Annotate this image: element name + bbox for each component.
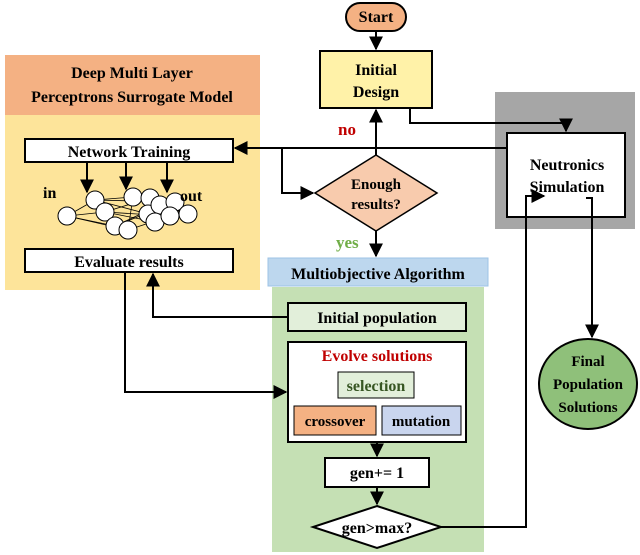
mutation-box	[381, 405, 462, 436]
connectors	[124, 31, 599, 528]
enough-results-diamond	[313, 154, 439, 232]
nn-out-label: out	[180, 188, 203, 205]
gen-check-label: gen>max?	[342, 520, 412, 537]
evaluate-results-box	[24, 248, 234, 273]
evolve-solutions-label: Evolve solutions	[322, 348, 433, 365]
surrogate-title-line2: Perceptrons Surrogate Model	[31, 89, 233, 106]
mo-title-label: Multiobjective Algorithm	[291, 266, 465, 283]
initial-population-box	[287, 302, 467, 332]
final-line1: Final	[571, 354, 604, 370]
initial-design-line1: Initial	[355, 62, 397, 79]
surrogate-header-panel	[5, 55, 260, 115]
no-label: no	[338, 120, 356, 139]
gen-increment-label: gen+= 1	[350, 465, 404, 482]
mutation-label: mutation	[392, 414, 451, 430]
final-line2: Population	[553, 377, 624, 393]
network-training-label: Network Training	[68, 144, 191, 161]
final-solutions-node	[538, 338, 638, 430]
nn-arrows	[80, 163, 174, 194]
evaluate-results-label: Evaluate results	[74, 254, 183, 271]
gen-increment-box	[324, 457, 430, 488]
yes-label: yes	[336, 233, 359, 252]
neutronics-box	[506, 132, 626, 218]
gen-check-diamond	[309, 504, 445, 550]
initial-design-line2: Design	[353, 84, 399, 101]
neutronics-label-line1: Neutronics	[530, 157, 604, 174]
network-training-box	[24, 138, 234, 163]
selection-box	[337, 371, 415, 399]
enough-results-line2: results?	[351, 197, 401, 213]
initial-population-label: Initial population	[317, 310, 437, 327]
crossover-box	[293, 405, 377, 436]
start-label: Start	[359, 9, 394, 26]
surrogate-title-line1: Deep Multi Layer	[71, 65, 193, 82]
enough-results-line1: Enough	[351, 177, 402, 193]
crossover-label: crossover	[305, 414, 366, 430]
nn-in-label: in	[43, 185, 56, 202]
final-line3: Solutions	[558, 400, 617, 416]
initial-design-box	[319, 50, 433, 109]
selection-label: selection	[347, 378, 406, 395]
neutronics-label-line2: Simulation	[530, 179, 605, 196]
mo-header-panel	[267, 257, 489, 287]
neural-network-nodes	[57, 187, 198, 240]
